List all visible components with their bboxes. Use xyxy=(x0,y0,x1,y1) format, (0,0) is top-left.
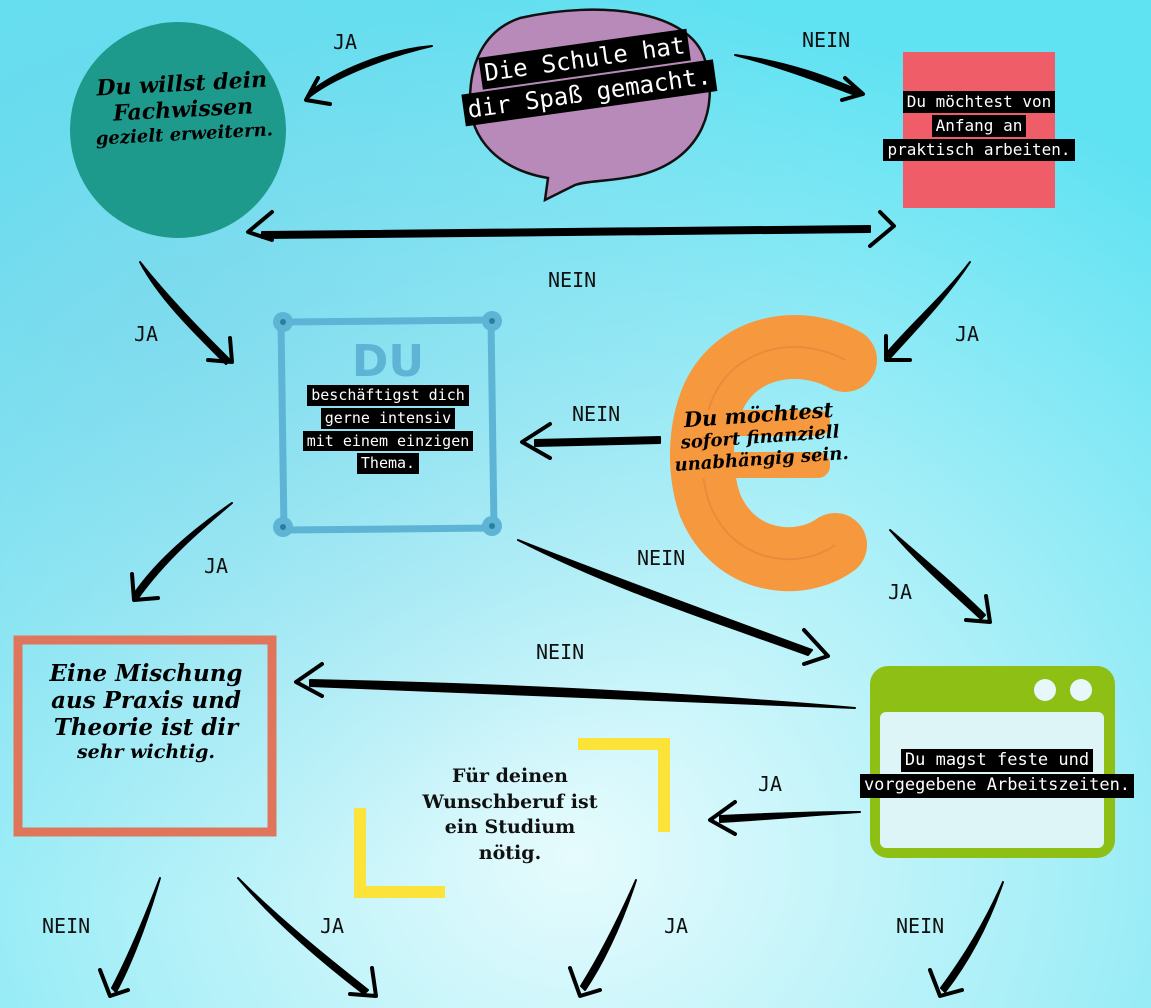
node-finanziell: Du möchtest sofort finanziell unabhängig… xyxy=(658,395,862,477)
label-start-to-fachwissen: JA xyxy=(333,30,358,54)
label-praktisch-to-finanziell: JA xyxy=(955,322,980,346)
arrow-finanziell-to-thema xyxy=(534,436,661,447)
node-studium-line-1: Für deinen xyxy=(452,765,568,787)
node-mischung-line-1: Eine Mischung xyxy=(49,660,243,687)
arrow-thema-to-arbeitszeiten xyxy=(517,539,813,656)
arrow-arbeitszeiten-no xyxy=(940,881,1004,993)
node-mischung-line-4: sehr wichtig. xyxy=(76,741,216,764)
label-arbeitszeiten-to-mischung: NEIN xyxy=(536,640,585,664)
arrow-studium-yes xyxy=(580,879,637,991)
label-mischung-yes: JA xyxy=(320,914,345,938)
node-studium-line-4: nötig. xyxy=(478,841,542,864)
salmon-box-shape xyxy=(13,635,277,837)
node-praktisch: Du möchtest von Anfang an praktisch arbe… xyxy=(870,90,1088,162)
yellow-corner-bottom xyxy=(354,808,445,898)
arrow-arbeitszeiten-to-studium xyxy=(719,811,861,823)
node-mischung: Eine Mischung aus Praxis und Theorie ist… xyxy=(28,660,264,764)
label-finanziell-to-thema: NEIN xyxy=(572,402,621,426)
blue-frame-shape xyxy=(277,316,498,534)
node-studium-line-2: Wunschberuf ist xyxy=(422,790,598,813)
label-mischung-no: NEIN xyxy=(42,914,91,938)
label-arbeitszeiten-to-studium: JA xyxy=(758,772,783,796)
node-arbeitszeiten-line-2: vorgegebene Arbeitszeiten. xyxy=(859,774,1135,798)
node-thema: DU beschäftigst dich gerne intensiv mit … xyxy=(288,340,488,475)
node-thema-line-2: gerne intensiv xyxy=(320,407,456,429)
node-fachwissen: Du willst dein Fachwissen gezielt erweit… xyxy=(76,67,290,151)
label-thema-to-mischung: JA xyxy=(204,554,229,578)
label-studium-yes: JA xyxy=(664,914,689,938)
node-studium: Für deinen Wunschberuf ist ein Studium n… xyxy=(380,764,640,867)
label-arbeitszeiten-no: NEIN xyxy=(896,914,945,938)
teal-circle-shape xyxy=(70,22,286,238)
node-praktisch-line-1: Du möchtest von xyxy=(902,91,1056,113)
node-thema-line-1: beschäftigst dich xyxy=(307,385,469,406)
arrow-thema-to-mischung xyxy=(133,502,233,599)
node-studium-line-3: ein Studium xyxy=(444,816,576,839)
node-mischung-line-2: aus Praxis und xyxy=(51,687,241,715)
node-mischung-line-3: Theorie ist dir xyxy=(53,714,239,742)
arrow-mischung-yes xyxy=(237,877,369,995)
node-praktisch-line-3: praktisch arbeiten. xyxy=(883,139,1075,161)
node-arbeitszeiten: Du magst feste und vorgegebene Arbeitsze… xyxy=(846,748,1148,799)
node-thema-line-3: mit einem einzigen xyxy=(302,430,474,452)
label-fachwissen-praktisch: NEIN xyxy=(548,268,597,292)
label-start-to-praktisch: NEIN xyxy=(802,28,851,52)
arrow-finanziell-to-arbeitszeiten xyxy=(889,529,986,620)
label-fachwissen-to-thema: JA xyxy=(134,322,159,346)
node-thema-line-4: Thema. xyxy=(356,453,420,474)
node-thema-heading: DU xyxy=(351,336,425,387)
yellow-corner-top xyxy=(578,738,670,832)
node-arbeitszeiten-line-1: Du magst feste und xyxy=(900,749,1094,773)
node-praktisch-line-2: Anfang an xyxy=(931,115,1027,137)
label-thema-to-arbeitszeiten: NEIN xyxy=(637,546,686,570)
arrow-arbeitszeiten-to-mischung xyxy=(309,679,856,709)
label-finanziell-to-arbeitszeiten: JA xyxy=(888,580,913,604)
